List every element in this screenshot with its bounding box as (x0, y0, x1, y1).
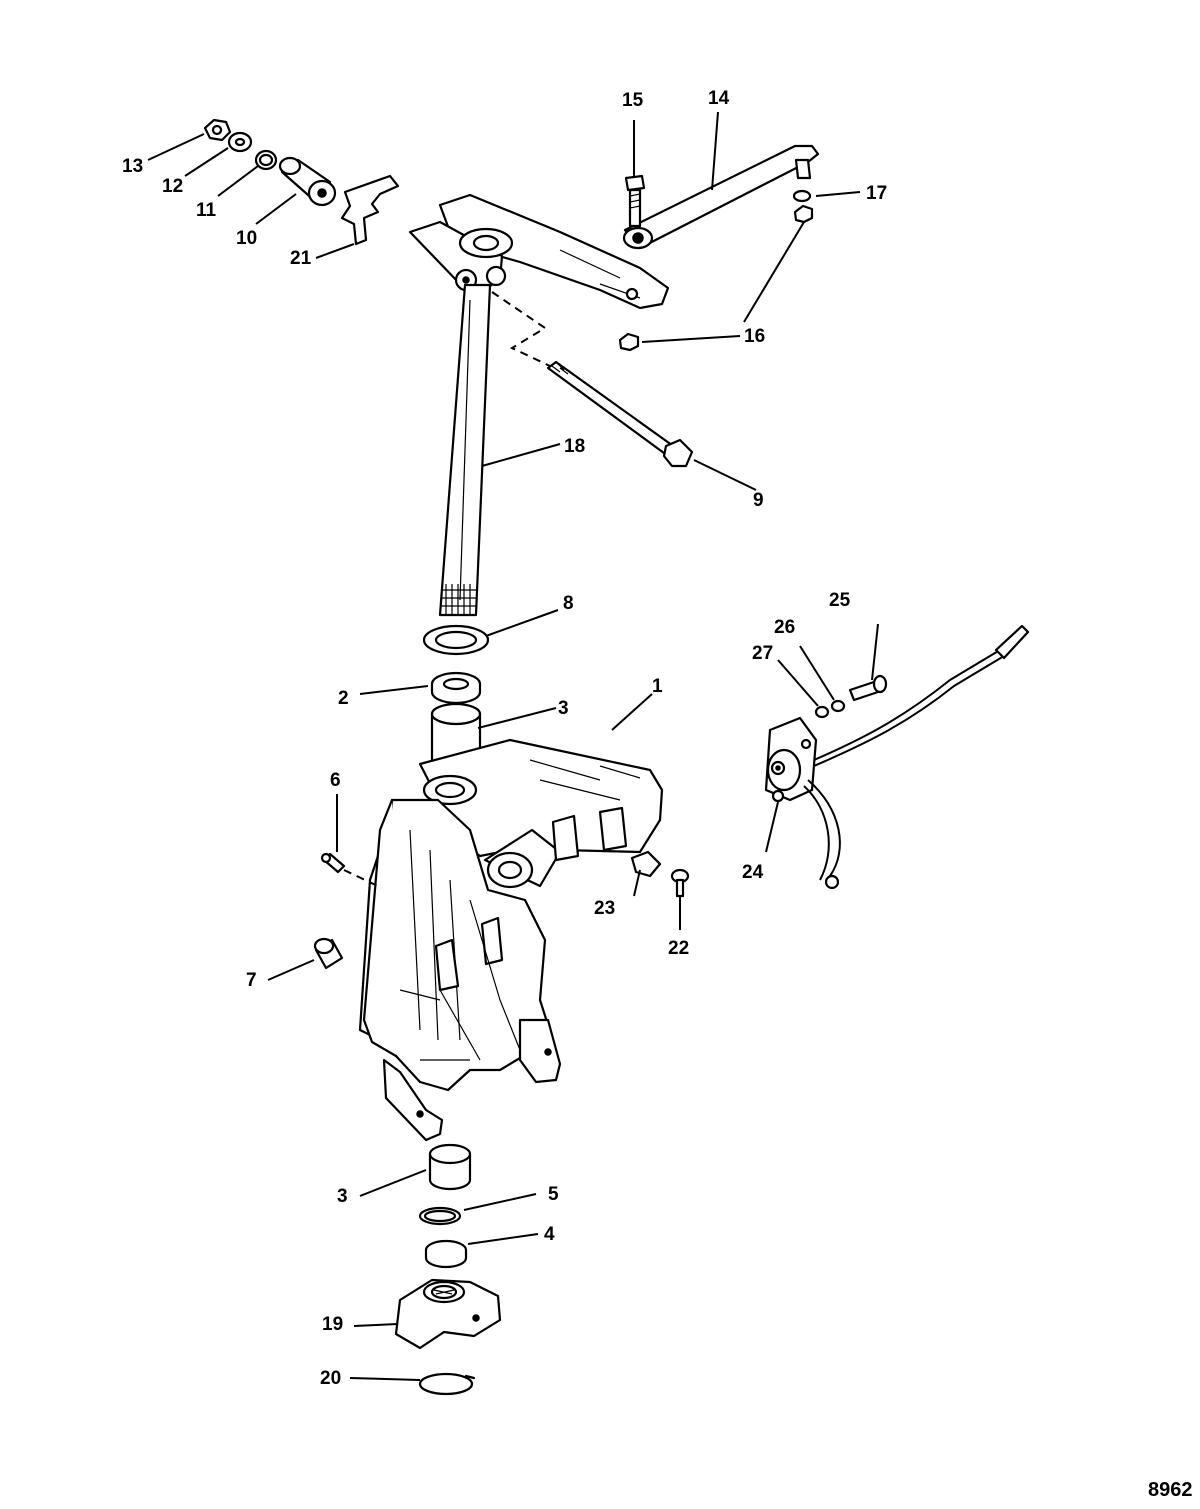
callout-11: 11 (196, 200, 217, 221)
callout-7: 7 (246, 970, 257, 991)
part-ring-4 (424, 1239, 468, 1269)
part-lockwasher-26 (830, 699, 846, 713)
part-clip-23 (630, 850, 662, 878)
dashed-connector-fitting (343, 869, 383, 889)
part-screw-22 (670, 868, 690, 898)
callout-15: 15 (622, 90, 644, 111)
callout-3-lower: 3 (337, 1186, 348, 1207)
callout-1: 1 (652, 676, 663, 697)
part-retaining-ring-20 (418, 1372, 476, 1396)
callout-9: 9 (753, 490, 764, 511)
callout-3-upper: 3 (558, 698, 569, 719)
callout-8: 8 (563, 593, 574, 614)
callout-18: 18 (564, 436, 585, 457)
callout-5: 5 (548, 1184, 559, 1205)
part-nut-13 (203, 118, 232, 142)
callout-labels: 1 2 3 3 4 5 6 7 8 9 10 11 12 13 14 15 16… (122, 88, 887, 1389)
part-bolt-9 (546, 360, 694, 468)
callout-13: 13 (122, 156, 143, 177)
part-bushing-7 (313, 937, 344, 970)
callout-27: 27 (752, 643, 773, 664)
callout-26: 26 (774, 617, 795, 638)
part-nut-16-upper (793, 204, 814, 224)
leader-lines (147, 111, 879, 1381)
part-tie-bar-14 (622, 144, 820, 250)
callout-14: 14 (708, 88, 730, 109)
callout-4: 4 (544, 1224, 555, 1245)
part-switch-24 (764, 716, 818, 803)
part-plate-21 (340, 174, 400, 246)
part-washer-27 (814, 705, 830, 719)
part-washer-12 (227, 131, 253, 153)
callout-10: 10 (236, 228, 257, 249)
part-swivel-bracket-1 (358, 738, 664, 1142)
part-steering-arm (408, 193, 670, 310)
callout-24: 24 (742, 862, 764, 883)
part-bushing-3-lower (428, 1143, 472, 1191)
callout-6: 6 (330, 770, 341, 791)
callout-16-lower: 16 (744, 326, 765, 347)
callout-23: 23 (594, 898, 615, 919)
part-bolt-15 (624, 174, 646, 228)
callout-22: 22 (668, 938, 689, 959)
callout-25: 25 (829, 590, 851, 611)
part-seal-2 (430, 671, 482, 705)
part-washer-17 (792, 189, 812, 203)
part-washer-8 (422, 624, 490, 656)
part-ring-5 (418, 1206, 462, 1226)
part-screw-25 (848, 674, 888, 702)
callout-21: 21 (290, 248, 312, 269)
part-bushing-10 (278, 156, 337, 207)
part-steering-tube-18 (438, 283, 492, 617)
part-grease-fitting-6 (320, 852, 346, 874)
callout-19: 19 (322, 1314, 343, 1335)
part-nut-16-lower (618, 332, 640, 352)
part-wire-harness (803, 624, 1030, 890)
figure-number: 8962 (1148, 1479, 1193, 1501)
dashed-connector-bolt (491, 291, 551, 367)
part-lower-yoke-19 (394, 1278, 502, 1350)
callout-12: 12 (162, 176, 183, 197)
callout-2: 2 (338, 688, 349, 709)
part-washer-11 (254, 149, 278, 171)
callout-20: 20 (320, 1368, 341, 1389)
callout-17: 17 (866, 183, 887, 204)
